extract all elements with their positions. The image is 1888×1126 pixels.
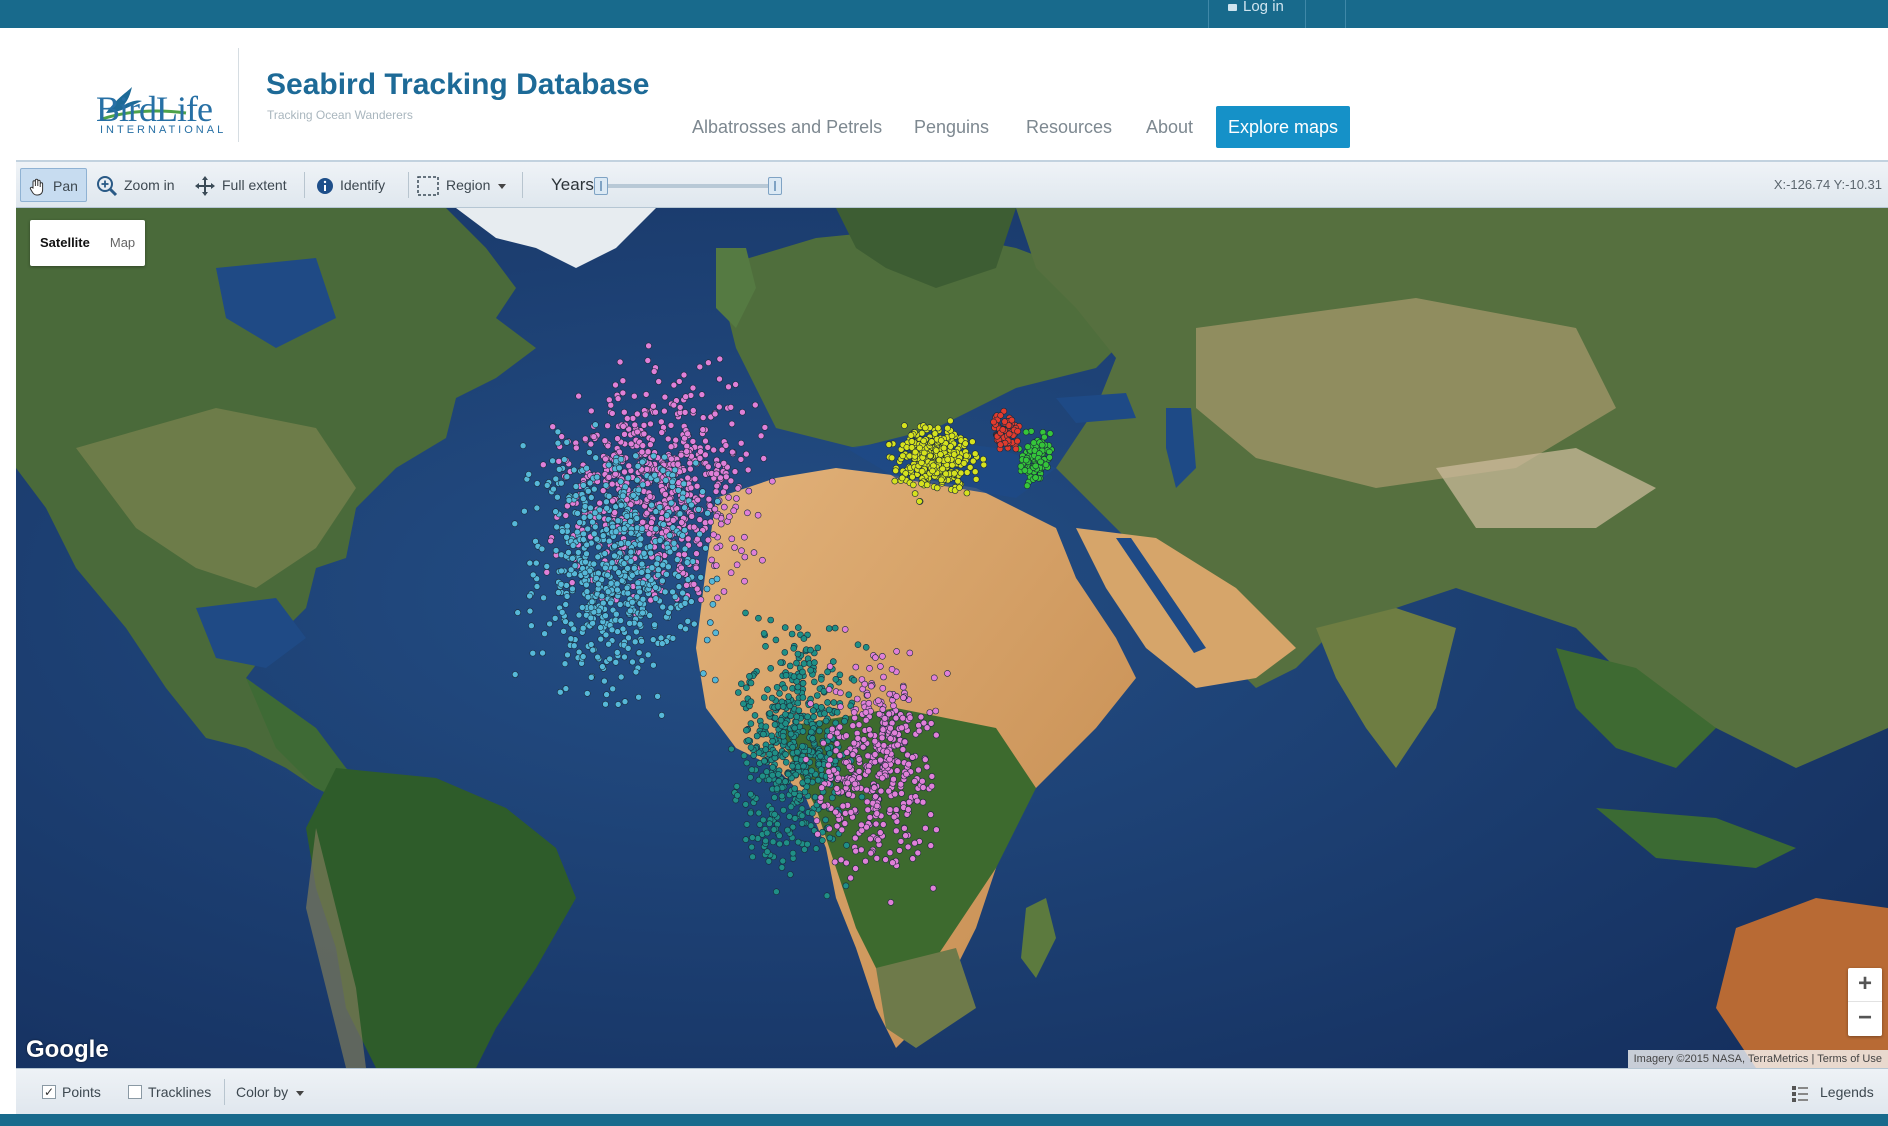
nav-about[interactable]: About	[1146, 117, 1194, 137]
map-toggle[interactable]: Map	[109, 235, 136, 250]
logo-wordmark: BirdLife	[96, 89, 213, 129]
nav-resources[interactable]: Resources	[1026, 117, 1113, 137]
land-australia	[1716, 898, 1888, 1068]
pan-tool-button[interactable]: Pan	[20, 168, 87, 202]
imagery-credit: Imagery ©2015 NASA, TerraMetrics	[1633, 1053, 1809, 1065]
land-south-america	[306, 768, 576, 1068]
land-southern-africa	[876, 948, 976, 1048]
land-britain	[716, 248, 756, 328]
region-label: Region	[446, 177, 491, 193]
dashed-rectangle-icon	[417, 176, 439, 197]
zoom-in-tool-button[interactable]: Zoom in	[96, 168, 175, 202]
info-icon	[317, 178, 333, 195]
toolbar-divider	[408, 172, 409, 198]
color-by-dropdown[interactable]: Color by	[236, 1079, 305, 1105]
site-title[interactable]: Seabird Tracking Database	[266, 68, 650, 101]
sea-black	[1056, 393, 1136, 423]
tracklines-check-icon	[128, 1085, 142, 1100]
land-andes	[306, 828, 366, 1068]
site-tagline: Tracking Ocean Wanderers	[267, 108, 413, 122]
map-toolbar: Pan Zoom in Full extent Identify Region …	[16, 160, 1888, 208]
layer-options-bar: ✓ Points Tracklines Color by Legends	[16, 1068, 1888, 1114]
points-checkbox[interactable]: ✓ Points	[42, 1079, 101, 1105]
years-slider-start-handle[interactable]	[594, 177, 608, 195]
zoom-in-button[interactable]: +	[1848, 968, 1882, 1002]
identify-tool-button[interactable]: Identify	[316, 168, 385, 202]
land-india	[1316, 608, 1456, 768]
land-tibet	[1436, 448, 1656, 528]
years-label: Years	[551, 175, 594, 194]
satellite-toggle[interactable]: Satellite	[40, 235, 90, 250]
zoom-out-button[interactable]: −	[1857, 1004, 1872, 1031]
sea-hudson-bay	[216, 258, 336, 348]
zoom-in-label: Zoom in	[124, 177, 175, 193]
pan-label: Pan	[53, 178, 78, 194]
land-scandinavia	[836, 208, 1016, 288]
google-logo: Google	[26, 1036, 109, 1063]
land-madagascar	[1021, 898, 1056, 978]
nav-penguins[interactable]: Penguins	[914, 117, 990, 137]
full-extent-label: Full extent	[222, 177, 287, 193]
land-greenland	[456, 208, 656, 268]
land-arabia	[1076, 528, 1296, 688]
toolbar-divider	[522, 172, 523, 198]
tracklines-label: Tracklines	[148, 1084, 212, 1100]
top-extra-cell	[1306, 0, 1346, 28]
logo-subtitle: INTERNATIONAL	[100, 124, 227, 136]
magnifier-plus-icon	[97, 176, 118, 197]
login-label: Log in	[1243, 0, 1284, 15]
points-label: Points	[62, 1084, 101, 1100]
legends-label: Legends	[1820, 1084, 1874, 1100]
land-north-america-south	[76, 408, 356, 588]
land-indonesia	[1596, 808, 1796, 868]
identify-label: Identify	[340, 177, 386, 193]
satellite-basemap	[16, 208, 1888, 1068]
full-extent-tool-button[interactable]: Full extent	[194, 168, 287, 202]
land-europe	[716, 228, 1136, 448]
points-check-icon: ✓	[42, 1085, 56, 1100]
map-viewport[interactable]: Satellite Map Google Imagery ©2015 NASA,…	[16, 208, 1888, 1068]
footer-strip	[0, 1114, 1888, 1126]
cursor-coordinates: X:-126.74 Y:-10.31	[1773, 177, 1882, 192]
land-se-asia	[1556, 648, 1716, 768]
years-slider-track[interactable]	[600, 184, 782, 188]
four-arrows-icon	[195, 176, 215, 197]
tracklines-checkbox[interactable]: Tracklines	[128, 1079, 211, 1105]
map-attribution: Imagery ©2015 NASA, TerraMetrics | Terms…	[1627, 1050, 1888, 1068]
nav-explore-maps[interactable]: Explore maps	[1216, 106, 1351, 148]
land-asia-desert	[1196, 298, 1616, 488]
bottombar-divider	[224, 1079, 225, 1105]
map-type-control: Satellite Map	[30, 220, 146, 266]
legends-button[interactable]: Legends	[1790, 1079, 1874, 1105]
legend-list-icon	[1792, 1086, 1808, 1103]
toolbar-divider	[304, 172, 305, 198]
hand-icon	[29, 179, 44, 196]
lock-icon	[1228, 4, 1237, 11]
terms-link[interactable]: Terms of Use	[1817, 1053, 1882, 1065]
tracking-points-layer	[511, 342, 1055, 906]
years-slider-end-handle[interactable]	[768, 177, 782, 195]
color-by-label: Color by	[236, 1084, 289, 1100]
chevron-down-icon	[498, 183, 507, 189]
login-link[interactable]: Log in	[1228, 0, 1284, 14]
top-strip	[0, 0, 1888, 28]
region-tool-dropdown[interactable]: Region	[416, 168, 507, 202]
sea-gulf-mexico	[196, 598, 306, 668]
login-cell	[1208, 0, 1306, 28]
nav-albatrosses[interactable]: Albatrosses and Petrels	[692, 117, 883, 137]
logo-divider	[238, 48, 239, 142]
zoom-control: + −	[1848, 968, 1882, 1036]
sea-red	[1116, 538, 1206, 653]
site-header: BirdLife INTERNATIONAL Seabird Tracking …	[0, 28, 1888, 160]
sea-caspian	[1166, 408, 1196, 488]
chevron-down-icon	[296, 1090, 305, 1096]
birdlife-logo-icon[interactable]	[96, 48, 216, 158]
